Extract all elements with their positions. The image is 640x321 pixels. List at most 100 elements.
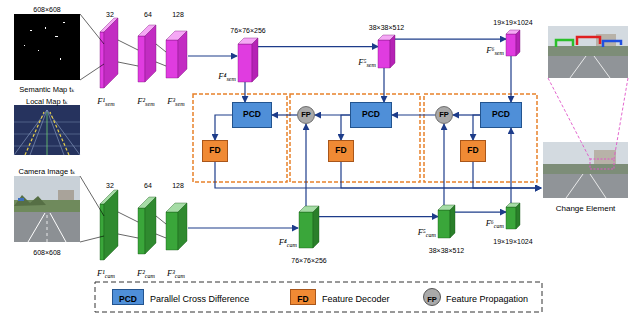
cuboid-face xyxy=(238,44,252,82)
symbol-base: F³ xyxy=(167,268,175,278)
label-holder: F²sem xyxy=(137,90,154,108)
flow-arrow xyxy=(395,38,506,39)
camera-encoder xyxy=(100,190,187,260)
label-holder: 128 xyxy=(172,174,184,192)
dimension-label: 19×19×1024 xyxy=(493,238,532,245)
symbol-subscript: sem xyxy=(494,50,504,56)
cuboid-shape xyxy=(299,206,319,248)
label-holder: PCD xyxy=(119,288,137,306)
block-label: FD xyxy=(335,146,346,156)
label-holder: F⁶cam xyxy=(486,212,504,230)
symbol-base: F⁶ xyxy=(486,45,494,55)
label-holder: 19×19×1024 xyxy=(493,230,532,248)
label-holder: F⁵sem xyxy=(358,51,376,69)
legend-text: Feature Decoder xyxy=(322,294,390,304)
label-holder: F¹cam xyxy=(97,262,115,280)
symbol-subscript: sem xyxy=(145,101,155,107)
feature-cuboid: 38×38×512F⁵cam xyxy=(438,205,455,238)
flow-arrow xyxy=(510,128,511,203)
difference-box: PCD xyxy=(232,102,272,128)
label-holder: Feature Propagation xyxy=(446,288,528,306)
annotation: 608×608 xyxy=(33,249,60,256)
symbol-subscript: sem xyxy=(226,76,236,82)
feature-name: F⁴cam xyxy=(279,237,297,247)
symbol-base: F² xyxy=(137,96,145,106)
label-holder: F¹sem xyxy=(97,90,114,108)
block-label: PCD xyxy=(492,110,510,120)
cuboid-face xyxy=(390,35,395,68)
stage-box xyxy=(193,94,537,182)
flow-arrow xyxy=(443,124,444,205)
symbol-base: F² xyxy=(137,268,145,278)
flow-arrow xyxy=(215,115,232,140)
cuboid-shape xyxy=(238,38,258,82)
cuboid-face xyxy=(299,212,313,248)
propagation-circle: FP xyxy=(435,106,453,124)
cuboid-face xyxy=(516,30,520,56)
label-holder: FP xyxy=(427,288,437,306)
legend-text: Feature Propagation xyxy=(446,294,528,304)
feature-cuboid: 19×19×1024F⁶sem xyxy=(506,30,520,56)
symbol-subscript: cam xyxy=(287,242,297,248)
decoder-box: FD xyxy=(202,140,228,162)
label-holder: F²cam xyxy=(137,262,155,280)
flow-arrow xyxy=(319,216,438,217)
legend-key: FD xyxy=(297,294,308,304)
annotation: Local Map tₖ xyxy=(26,97,68,106)
annotation: 32 xyxy=(106,182,114,189)
label-holder: 76×76×256 xyxy=(230,19,265,37)
dimension-label: 38×38×512 xyxy=(429,247,464,254)
feature-arrow xyxy=(188,227,298,228)
semantic-encoder xyxy=(100,18,187,88)
flow-arrow xyxy=(455,212,506,213)
feature-cuboid: 76×76×256F⁴cam xyxy=(299,206,319,248)
block-label: FD xyxy=(467,146,478,156)
cuboid-shape xyxy=(506,30,520,56)
block-label: PCD xyxy=(362,110,380,120)
flow-arrow xyxy=(244,82,245,102)
cuboid-face xyxy=(313,206,319,248)
legend-key: FP xyxy=(427,295,437,304)
feature-name: F³sem xyxy=(167,96,184,106)
detection-image xyxy=(548,26,628,78)
label-holder: 608×608 xyxy=(33,0,60,16)
label-holder: 64 xyxy=(144,174,152,192)
feature-name: F⁵sem xyxy=(358,57,376,67)
label-holder: 19×19×1024 xyxy=(493,11,532,29)
local-map-image xyxy=(14,105,80,155)
block-label: FP xyxy=(439,111,449,120)
symbol-base: F¹ xyxy=(97,96,105,106)
legend-text: Parallel Cross Difference xyxy=(150,294,249,304)
label-holder: F³sem xyxy=(167,90,184,108)
flow-arrow xyxy=(473,162,541,188)
dimension-label: 19×19×1024 xyxy=(493,19,532,26)
symbol-base: F⁴ xyxy=(218,71,226,81)
output-caption: Change Element xyxy=(556,204,616,213)
cuboid-face xyxy=(516,203,520,229)
annotation: Semantic Map tₖ xyxy=(19,85,74,94)
annotation: 128 xyxy=(172,182,184,189)
label-holder: 608×608 xyxy=(33,241,60,259)
feature-name: F¹cam xyxy=(97,268,115,278)
cuboid-face xyxy=(506,34,516,56)
label-holder: F³cam xyxy=(167,262,185,280)
block-label: FP xyxy=(301,111,311,120)
symbol-base: F⁴ xyxy=(279,237,287,247)
symbol-subscript: sem xyxy=(175,101,185,107)
flow-arrow xyxy=(510,56,511,102)
label-holder: Feature Decoder xyxy=(322,288,390,306)
label-holder: Camera Image tₖ xyxy=(19,160,76,178)
feature-name: F⁴sem xyxy=(218,71,236,81)
symbol-base: F³ xyxy=(167,96,175,106)
symbol-subscript: sem xyxy=(366,62,376,68)
label-holder: F⁴sem xyxy=(218,65,236,83)
feature-cuboid: 19×19×1024F⁶cam xyxy=(506,203,520,229)
flow-arrow xyxy=(215,162,541,188)
cuboid-face xyxy=(438,210,450,238)
symbol-subscript: sem xyxy=(105,101,115,107)
receptive-field-lines xyxy=(80,176,166,242)
symbol-base: F¹ xyxy=(97,268,105,278)
